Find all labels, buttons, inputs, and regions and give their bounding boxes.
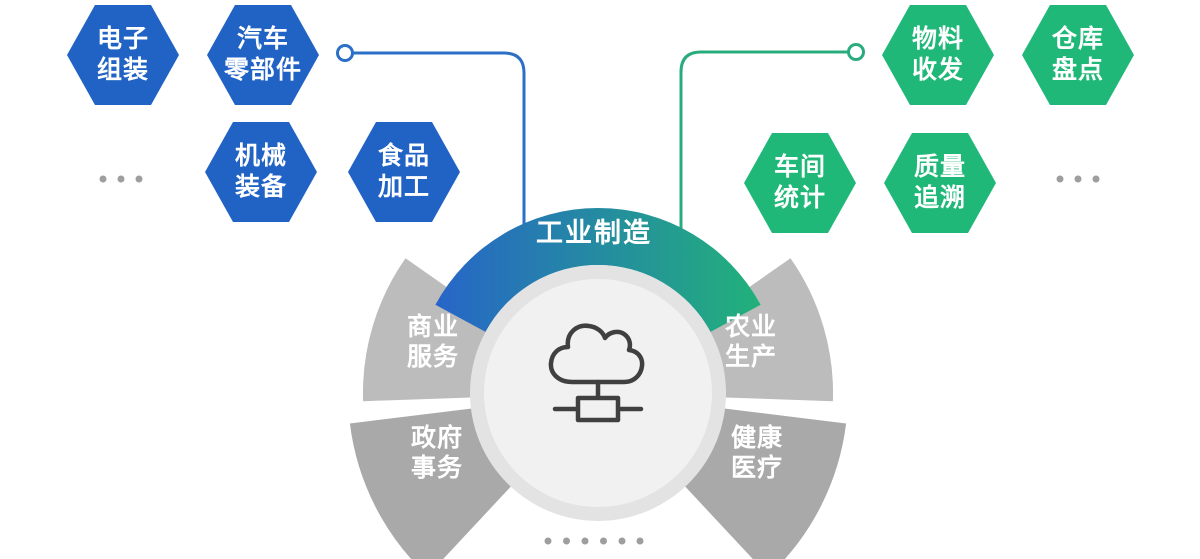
arc-industrial-manufacturing (435, 207, 761, 332)
hex-label-line: 汽车 (236, 25, 289, 53)
wedge-label-line: 商业 (406, 313, 459, 341)
hex-label-line: 收发 (911, 56, 964, 84)
wedge-health-medical (679, 407, 847, 559)
wedge-label-line: 政府 (410, 424, 463, 452)
wedge-label-line: 服务 (406, 343, 459, 371)
wedge-label-health-medical: 健康 医疗 (687, 423, 827, 483)
wedge-label-line: 健康 (730, 424, 783, 452)
connector-right-line (679, 50, 848, 234)
wedge-agricultural-production (693, 258, 834, 402)
icon-node-box (575, 395, 621, 423)
ellipsis-left (99, 175, 143, 183)
wedge-government-affairs (349, 407, 517, 559)
cloud-network-icon (548, 323, 645, 423)
hex-label-line: 机械 (234, 142, 287, 170)
wedge-label-government-affairs: 政府 事务 (367, 423, 507, 483)
hex-label-line: 组装 (96, 56, 149, 84)
hex-label-line: 追溯 (913, 184, 966, 212)
hex-label-line: 加工 (377, 173, 430, 201)
hex-badge-workshop-statistics: 车间 统计 (744, 133, 856, 233)
wedge-label-line: 生产 (724, 343, 777, 371)
connector-right-endpoint (847, 43, 865, 61)
wedge-label-line: 医疗 (730, 454, 783, 482)
hex-label-line: 统计 (773, 184, 826, 212)
hex-badge-quality-traceability: 质量 追溯 (884, 133, 996, 233)
wedge-label-line: 农业 (724, 313, 777, 341)
hex-label-line: 零部件 (223, 56, 302, 84)
connector-left (336, 44, 526, 232)
cloud-shape (548, 323, 645, 385)
ellipsis-bottom (544, 537, 644, 545)
ellipsis-right (1056, 175, 1100, 183)
wedge-label-agricultural-production: 农业 生产 (681, 312, 821, 372)
wedge-commercial-services (362, 258, 503, 402)
hex-label-line: 车间 (773, 153, 826, 181)
hex-label-line: 质量 (913, 153, 966, 181)
hex-label-line: 电子 (96, 25, 149, 53)
wedge-label-commercial-services: 商业 服务 (363, 312, 503, 372)
hex-label-line: 装备 (234, 173, 287, 201)
hex-badge-material-receipt-dispatch: 物料 收发 (882, 5, 994, 105)
hex-label-line: 食品 (377, 142, 430, 170)
hex-label-line: 盘点 (1051, 56, 1104, 84)
arc-sector-label-industrial-manufacturing: 工业制造 (536, 218, 652, 248)
connector-right (679, 43, 865, 234)
wedge-label-line: 事务 (410, 454, 463, 482)
connector-left-line (353, 51, 526, 232)
hex-label-line: 物料 (911, 25, 964, 53)
hex-label-line: 仓库 (1051, 25, 1104, 53)
connector-left-endpoint (336, 44, 354, 62)
